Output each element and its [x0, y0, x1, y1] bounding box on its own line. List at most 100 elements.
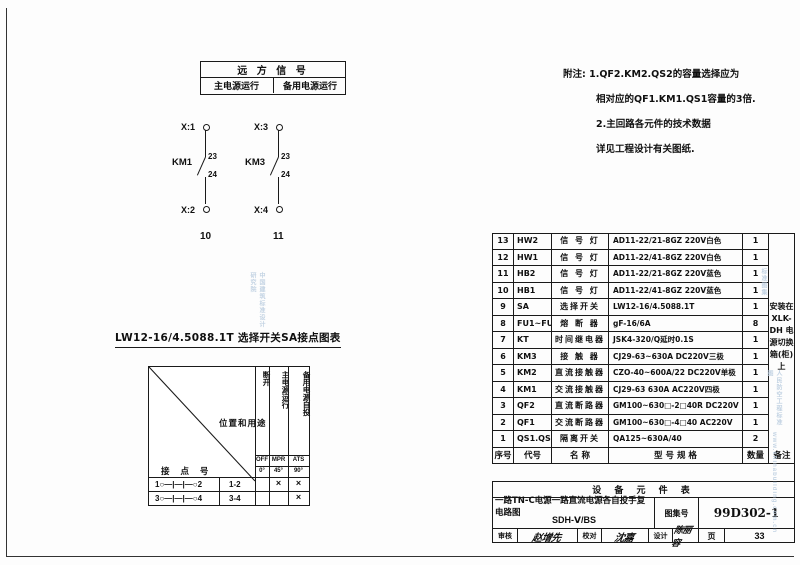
terminal-dot-x1 — [203, 124, 210, 131]
component-row-3-qty: 1 — [742, 398, 768, 415]
component-row-13-spec: AD11-22/21-8GZ 220V白色 — [608, 233, 742, 250]
component-row-8-spec: gF-16/6A — [608, 315, 742, 332]
component-row-3-no: 3 — [492, 398, 513, 415]
sa-col-backup-ats: 备用电源自投 — [288, 367, 311, 505]
terminal-label-x4: X:4 — [254, 205, 269, 215]
title-block-vline-page — [724, 528, 725, 543]
branch2-wire-number: 11 — [273, 231, 284, 242]
component-row-12-no: 12 — [492, 249, 513, 266]
sa-row-1-pair: 1-2 — [229, 480, 241, 489]
sheet-frame-left-border — [6, 8, 7, 557]
sa-hline-codes-top — [255, 455, 309, 456]
title-block-vline-number — [698, 497, 699, 543]
component-row-6-code: KM3 — [513, 348, 551, 365]
component-row-5-qty: 1 — [742, 365, 768, 382]
component-row-11-qty: 1 — [742, 266, 768, 283]
terminal-dot-x4 — [276, 206, 283, 213]
component-row-1-name: 隔离开关 — [551, 431, 608, 448]
component-row-5-name: 直流接触器 — [551, 365, 608, 382]
component-row-10-spec: AD11-22/41-8GZ 220V蓝色 — [608, 282, 742, 299]
sa-angle-off: 0° — [259, 468, 265, 474]
component-row-12-qty: 1 — [742, 249, 768, 266]
check-label: 校对 — [582, 532, 597, 540]
terminal-label-x2: X:2 — [181, 205, 196, 215]
component-table-header-spec: 型 号 规 格 — [608, 447, 742, 464]
watermark-standard: 人民防空工程标准图 — [766, 370, 781, 426]
component-row-5-no: 5 — [492, 365, 513, 382]
notes-block: 附注: 1.QF2.KM2.QS2的容量选择应为 相对应的QF1.KM1.QS1… — [563, 62, 756, 162]
component-row-7-qty: 1 — [742, 332, 768, 349]
component-row-9-code: SA — [513, 299, 551, 316]
component-table-header-remark: 备注 — [768, 447, 795, 464]
km1-device-label: KM1 — [172, 157, 193, 168]
branch1-upper-wire — [205, 130, 206, 157]
component-table-header-no: 序号 — [492, 447, 513, 464]
component-row-7-code: KT — [513, 332, 551, 349]
sa-chart-diagonal-line — [149, 367, 256, 482]
sa-code-off: OFF — [256, 457, 268, 463]
terminal-label-x1: X:1 — [181, 122, 196, 132]
component-row-1-code: QS1.QS3 — [513, 431, 551, 448]
km1-contact-number-top: 23 — [208, 152, 217, 161]
component-row-4-qty: 1 — [742, 381, 768, 398]
title-block-hline-1 — [493, 497, 794, 498]
component-table-remark-divider — [768, 233, 769, 448]
component-row-6-qty: 1 — [742, 348, 768, 365]
sa-col-off: 断开 — [255, 367, 271, 505]
component-row-3-name: 直流断路器 — [551, 398, 608, 415]
watermark-atlas: 标准图集 — [760, 268, 766, 296]
component-row-9-qty: 1 — [742, 299, 768, 316]
component-row-13-qty: 1 — [742, 233, 768, 250]
sa-row-2-pair: 3-4 — [229, 494, 241, 503]
component-row-7-name: 时间继电器 — [551, 332, 608, 349]
component-row-11-spec: AD11-22/21-8GZ 220V蓝色 — [608, 266, 742, 283]
sa-col-main-power-label: 主电源运行 — [281, 371, 290, 409]
title-block-vline-check2 — [601, 528, 602, 543]
sa-pair-divider — [219, 477, 220, 505]
component-row-12-code: HW1 — [513, 249, 551, 266]
branch1-lower-wire — [205, 177, 206, 204]
terminal-dot-x2 — [203, 206, 210, 213]
component-row-11-no: 11 — [492, 266, 513, 283]
terminal-label-x3: X:3 — [254, 122, 269, 132]
review-signature: 赵增先 — [531, 532, 562, 544]
sa-hline-rows-mid — [149, 491, 309, 492]
notes-line-2: 相对应的QF1.KM1.QS1容量的3倍. — [596, 94, 756, 105]
design-signature: 陈丽容 — [670, 526, 693, 549]
notes-line-4: 详见工程设计有关图纸. — [596, 144, 695, 155]
sa-code-ats: ATS — [292, 457, 305, 463]
sa-col-backup-ats-label: 备用电源自投 — [302, 371, 311, 416]
sa-row-2-symbol: 3○—|—|—○4 — [155, 494, 203, 503]
sa-col-main-power: 主电源运行 — [269, 367, 290, 505]
component-row-9-spec: LW12-16/4.5088.1T — [608, 299, 742, 316]
km3-contact-blade — [269, 156, 279, 176]
component-row-4-no: 4 — [492, 381, 513, 398]
title-block-vline-design — [648, 528, 649, 543]
component-row-10-code: HB1 — [513, 282, 551, 299]
component-row-7-spec: JSK4-320/Q延时0.1S — [608, 332, 742, 349]
component-row-9-name: 选择开关 — [551, 299, 608, 316]
component-table-header-qty: 数量 — [742, 447, 768, 464]
component-table-header-name: 名 称 — [551, 447, 608, 464]
review-label: 审核 — [498, 532, 512, 540]
component-row-3-spec: GM100~630□-2□40R DC220V — [608, 398, 742, 415]
component-row-2-code: QF1 — [513, 414, 551, 431]
component-row-1-spec: QA125~630A/40 — [608, 431, 742, 448]
component-row-7-no: 7 — [492, 332, 513, 349]
sa-row-2-mark-ats: × — [295, 492, 302, 502]
drawing-title-line-2: SDH-Ⅴ/BS — [552, 514, 596, 525]
notes-prefix: 附注: — [563, 69, 586, 80]
component-row-13-name: 信 号 灯 — [551, 233, 608, 250]
branch1-wire-number: 10 — [200, 231, 212, 242]
component-row-8-qty: 8 — [742, 315, 768, 332]
component-row-1-no: 1 — [492, 431, 513, 448]
sa-axis-position-use: 位置和用途 — [219, 419, 267, 429]
drawing-title-line-1: 一路TN-C电源一路直流电源各自投手复电路图 — [495, 496, 646, 518]
notes-line-1: 1.QF2.KM2.QS2的容量选择应为 — [589, 69, 740, 80]
branch2-lower-wire — [278, 177, 279, 204]
component-table-caption: 设 备 元 件 表 — [592, 486, 695, 496]
watermark-website: www.chinabuilding.com.cn — [771, 432, 777, 534]
km3-device-label: KM3 — [245, 157, 266, 168]
